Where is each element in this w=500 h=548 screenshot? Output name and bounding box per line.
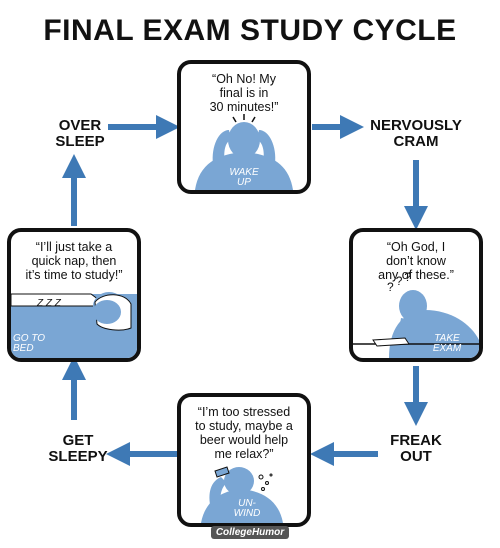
drinking-person-illustration [201, 466, 283, 523]
step-nervously-cram: NERVOUSLY CRAM [370, 117, 462, 150]
panel-wake-up: “Oh No! My final is in 30 minutes!” WAKE… [177, 60, 311, 194]
confusion-marks: ??? [387, 270, 412, 294]
panel-quote: “Oh No! My final is in 30 minutes!” [209, 72, 279, 114]
panel-go-to-bed: “I’ll just take a quick nap, then it’s t… [7, 228, 141, 362]
step-over-sleep: OVER SLEEP [55, 117, 105, 150]
panel-label: WAKE UP [229, 167, 259, 188]
panel-take-exam: “Oh God, I don’t know any of these.” ???… [349, 228, 483, 362]
panel-label: GO TO BED [13, 333, 46, 354]
worried-person-illustration [195, 114, 293, 190]
panel-quote: “I’ll just take a quick nap, then it’s t… [25, 240, 123, 282]
snore-text: Z Z Z [37, 298, 61, 309]
panel-quote: “I’m too stressed to study, maybe a beer… [195, 405, 293, 461]
step-get-sleepy: GET SLEEPY [48, 432, 108, 465]
panel-quote: “Oh God, I don’t know any of these.” [378, 240, 454, 282]
sleeping-person-illustration [11, 292, 137, 358]
panel-label: TAKE EXAM [432, 333, 462, 354]
step-freak-out: FREAK OUT [390, 432, 442, 465]
panel-label: UN- WIND [233, 498, 261, 519]
brand-logo: CollegeHumor [0, 526, 500, 539]
page-title: FINAL EXAM STUDY CYCLE [43, 14, 457, 47]
test-taker-illustration [353, 290, 479, 358]
panel-unwind: “I’m too stressed to study, maybe a beer… [177, 393, 311, 527]
